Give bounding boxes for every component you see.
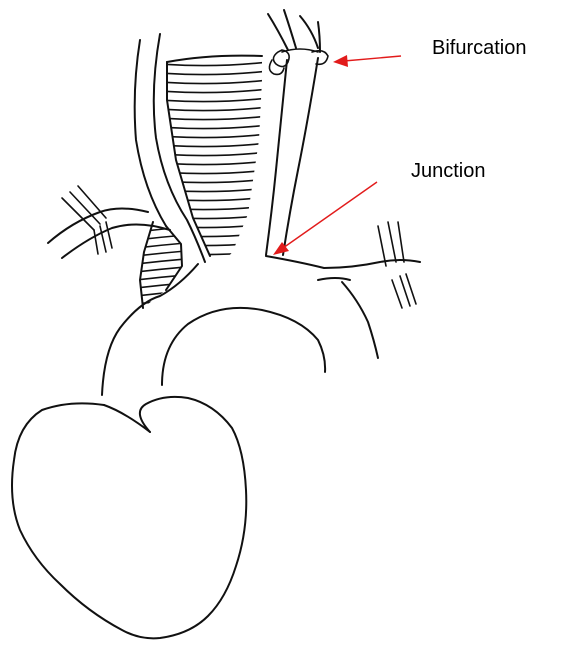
trachea-ring [160, 62, 268, 66]
heart [12, 397, 246, 638]
bifurcation-arrow [333, 55, 401, 67]
trachea-ring [160, 152, 268, 156]
trachea-ring [160, 107, 268, 111]
trachea-ring [160, 233, 268, 237]
trachea-ring [160, 206, 268, 210]
bronchus-rings [136, 227, 186, 304]
aortic-arch [102, 222, 420, 395]
trachea-ring [160, 215, 268, 219]
bronchus-ring [136, 275, 186, 280]
trachea-ring [160, 134, 268, 138]
trachea-ring [160, 116, 268, 120]
bronchus-ring [136, 235, 186, 240]
trachea-ring [160, 143, 268, 147]
trachea-ring [160, 188, 268, 192]
trachea-ring [160, 125, 268, 129]
trachea-ring [160, 170, 268, 174]
trachea-ring [160, 71, 268, 75]
trachea-ring [160, 98, 268, 102]
right-vessel [266, 10, 328, 255]
trachea-ring [160, 80, 268, 84]
bifurcation-label: Bifurcation [432, 38, 527, 58]
junction-label: Junction [411, 161, 486, 181]
left-vessel [48, 34, 205, 262]
trachea-ring [160, 179, 268, 183]
trachea-ring [160, 89, 268, 93]
trachea-ring [160, 224, 268, 228]
bronchus-ring [136, 243, 186, 248]
trachea [160, 56, 268, 256]
